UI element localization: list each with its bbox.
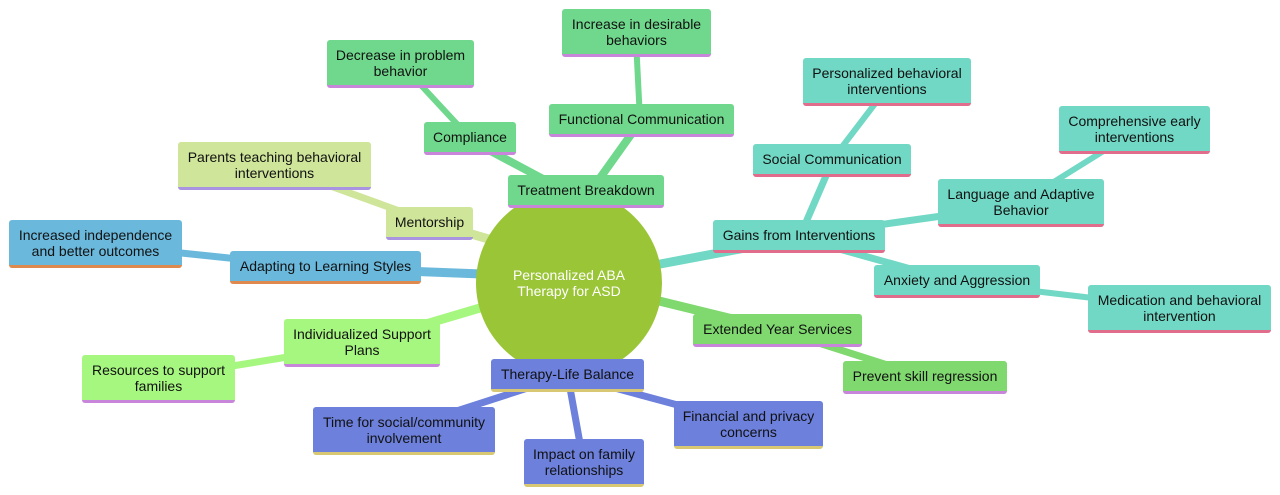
- node-balance-detail-1: Time for social/community involvement: [313, 407, 495, 455]
- node-compliance-detail: Decrease in problem behavior: [327, 40, 474, 88]
- node-anxiety-detail: Medication and behavioral intervention: [1088, 285, 1271, 333]
- node-anxiety-aggression: Anxiety and Aggression: [874, 265, 1040, 298]
- node-support-plans: Individualized Support Plans: [284, 319, 440, 367]
- node-treatment-breakdown: Treatment Breakdown: [508, 175, 664, 208]
- node-learning-detail: Increased independence and better outcom…: [9, 220, 182, 268]
- node-functional-detail: Increase in desirable behaviors: [562, 9, 711, 57]
- node-compliance: Compliance: [424, 122, 516, 155]
- node-balance-detail-3: Financial and privacy concerns: [674, 401, 823, 449]
- node-balance-detail-2: Impact on family relationships: [524, 439, 644, 487]
- node-support-detail: Resources to support families: [82, 355, 235, 403]
- node-learning-styles: Adapting to Learning Styles: [230, 251, 421, 284]
- node-social-detail: Personalized behavioral interventions: [803, 58, 971, 106]
- node-extended-detail: Prevent skill regression: [843, 361, 1007, 394]
- node-mentorship: Mentorship: [386, 207, 473, 240]
- node-social-communication: Social Communication: [753, 144, 911, 177]
- node-mentorship-detail: Parents teaching behavioral intervention…: [178, 142, 371, 190]
- node-extended-year: Extended Year Services: [693, 314, 862, 347]
- root-node: Personalized ABA Therapy for ASD: [476, 190, 662, 376]
- node-language-detail: Comprehensive early interventions: [1059, 106, 1210, 154]
- node-therapy-life-balance: Therapy-Life Balance: [491, 359, 644, 392]
- node-functional-communication: Functional Communication: [549, 104, 734, 137]
- node-language-adaptive: Language and Adaptive Behavior: [938, 179, 1104, 227]
- node-gains-interventions: Gains from Interventions: [713, 220, 885, 253]
